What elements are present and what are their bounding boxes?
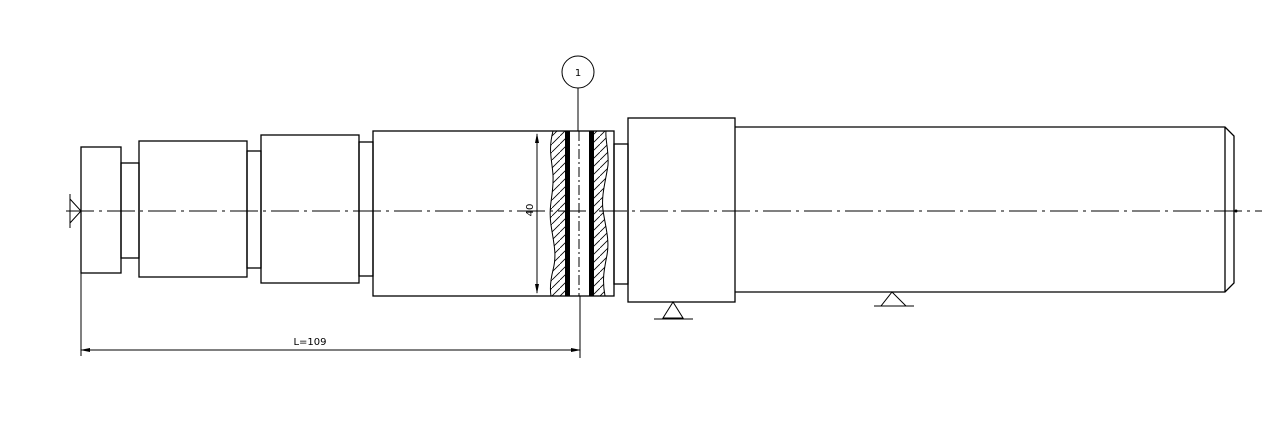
right-center-point xyxy=(1234,209,1238,213)
shaft-segment-4 xyxy=(372,130,615,297)
shaft-segment-1 xyxy=(80,146,122,274)
shaft-segment-5 xyxy=(627,117,736,303)
local-section xyxy=(549,130,609,297)
pipe-wall-right xyxy=(589,131,594,296)
part-balloon: 1 xyxy=(561,55,595,131)
diameter-dimension: 40 xyxy=(525,133,539,294)
section-right-hatch xyxy=(592,130,609,297)
bearing-support-1-icon xyxy=(654,301,693,320)
shaft-segment-2 xyxy=(138,140,248,278)
section-left-hatch xyxy=(549,130,567,297)
length-dimension-label: L=109 xyxy=(293,337,326,348)
shaft-segment-3 xyxy=(260,134,360,284)
shaft-neck-3 xyxy=(358,141,374,277)
left-axial-support-icon xyxy=(69,194,82,228)
shaft-segment-6 xyxy=(735,126,1235,293)
pipe-wall-left xyxy=(565,131,570,296)
diameter-dimension-label: 40 xyxy=(525,204,536,217)
shaft-neck-4 xyxy=(613,143,629,285)
length-dimension: L=109 xyxy=(80,337,581,352)
bearing-support-2-icon xyxy=(874,291,914,307)
balloon-label: 1 xyxy=(575,68,581,79)
shaft-neck-2 xyxy=(246,150,262,269)
